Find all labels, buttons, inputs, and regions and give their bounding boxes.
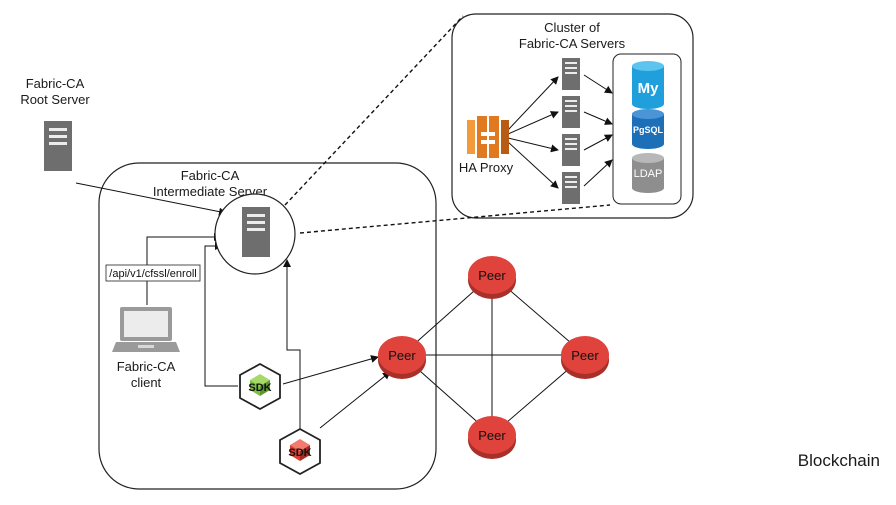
svg-text:SDK: SDK <box>248 382 271 394</box>
server-to-db-arrows <box>583 74 613 187</box>
svg-text:SDK: SDK <box>288 447 311 459</box>
client-label-line1: Fabric-CA <box>117 359 176 374</box>
intermediate-server-icon <box>242 207 270 257</box>
cluster-label-line1: Cluster of <box>544 20 600 35</box>
peer-right: Peer <box>561 336 609 379</box>
cluster-server-2-icon <box>562 96 580 128</box>
sdk-red-to-intermediate-arrow <box>283 259 301 430</box>
cluster-container <box>451 13 694 219</box>
root-server-label-line1: Fabric-CA <box>26 76 85 91</box>
cluster-label-line2: Fabric-CA Servers <box>519 36 626 51</box>
enroll-endpoint-label: /api/v1/cfssl/enroll <box>109 268 196 280</box>
ldap-db-icon: LDAP <box>632 153 664 193</box>
svg-text:Peer: Peer <box>478 268 506 283</box>
svg-text:Peer: Peer <box>478 428 506 443</box>
svg-text:Peer: Peer <box>571 348 599 363</box>
root-server-label-line2: Root Server <box>20 92 90 107</box>
laptop-icon <box>112 307 180 352</box>
cluster-server-1-icon <box>562 58 580 90</box>
enroll-endpoint-box <box>105 264 201 282</box>
peer-left: Peer <box>378 336 426 379</box>
sdk-red-to-peer-arrow <box>319 371 391 429</box>
peer-top: Peer <box>468 256 516 299</box>
sdk-green-to-peer-arrow <box>282 355 379 385</box>
postgresql-db-icon: PgSQL <box>632 109 664 149</box>
client-label-line2: client <box>131 375 162 390</box>
svg-text:My: My <box>638 80 659 97</box>
sdk-green-to-intermediate-arrow <box>204 242 238 387</box>
peer-links <box>401 274 586 436</box>
dashed-link-bottom <box>299 204 611 234</box>
ha-proxy-icon <box>467 116 509 158</box>
sdk-red-icon: SDK <box>279 427 321 476</box>
svg-text:Peer: Peer <box>388 348 416 363</box>
svg-text:LDAP: LDAP <box>634 168 663 180</box>
root-server-icon <box>44 121 72 171</box>
intermediate-server-label-line1: Fabric-CA <box>181 168 240 183</box>
peer-bottom: Peer <box>468 416 516 459</box>
cluster-server-4-icon <box>562 172 580 204</box>
intermediate-server-label-line2: Intermediate Server <box>153 184 268 199</box>
database-group <box>612 53 682 205</box>
svg-text:PgSQL: PgSQL <box>633 125 664 135</box>
intermediate-server-container <box>98 162 437 490</box>
root-to-intermediate-arrow <box>75 182 227 216</box>
dashed-link-top <box>284 15 464 206</box>
ha-proxy-label: HA Proxy <box>459 160 514 175</box>
blockchain-label: Blockchain <box>798 451 880 470</box>
client-enroll-arrow <box>146 233 222 305</box>
sdk-green-icon: SDK <box>239 362 281 411</box>
cluster-server-3-icon <box>562 134 580 166</box>
proxy-to-server-arrows <box>507 76 559 189</box>
mysql-db-icon: My <box>632 61 664 109</box>
